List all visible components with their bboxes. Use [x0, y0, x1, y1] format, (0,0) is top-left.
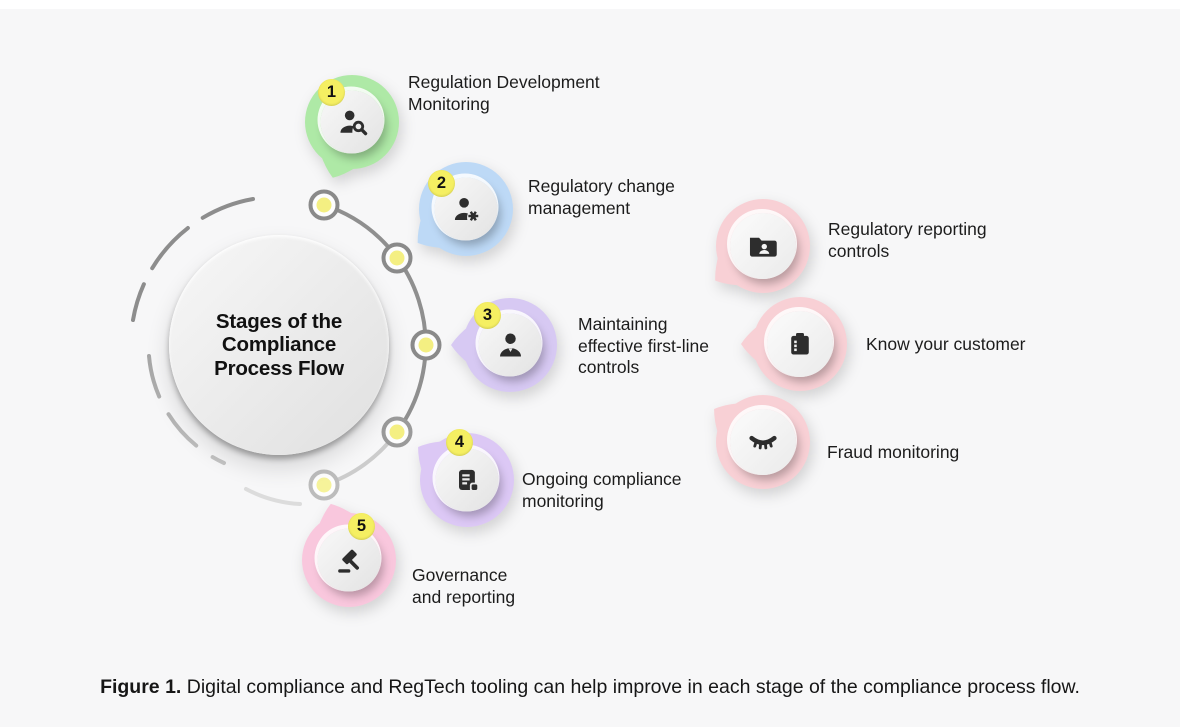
stage-number-badge: 2 — [428, 170, 455, 197]
flow-node-1 — [308, 189, 340, 221]
dashed-arc-end — [244, 487, 302, 506]
capability-icon-circle — [767, 311, 833, 377]
stage-label-4: Ongoing compliance monitoring — [522, 469, 682, 511]
stage-bubble-3: 3 — [450, 285, 570, 405]
capability-bubble-know-your-customer — [740, 284, 860, 404]
stage-label-5: Governance and reporting — [412, 565, 516, 607]
person-icon — [499, 332, 521, 357]
capability-bubble-regulatory-reporting — [703, 186, 823, 306]
capability-label-know-your-customer: Know your customer — [866, 334, 1026, 354]
closed-eye-icon — [749, 435, 777, 450]
capability-label-fraud-monitoring: Fraud monitoring — [827, 442, 960, 462]
capability-bubble-fraud-monitoring — [703, 382, 823, 502]
stage-icon-circle — [317, 528, 381, 592]
person-search-icon — [339, 110, 367, 135]
central-title-circle: Stages of the Compliance Process Flow — [169, 235, 389, 455]
stage-bubble-1: 1 — [292, 62, 412, 182]
figure-caption: Figure 1. Digital compliance and RegTech… — [0, 676, 1180, 699]
person-gear-icon — [454, 197, 478, 221]
stage-label-2: Regulatory change management — [528, 176, 675, 218]
dashed-arc-top — [131, 197, 255, 322]
stage-bubble-2: 2 — [406, 149, 526, 269]
stage-bubble-4: 4 — [407, 420, 527, 540]
stage-number-badge: 5 — [348, 513, 375, 540]
folder-user-icon — [749, 237, 777, 257]
stage-number-badge: 4 — [446, 429, 473, 456]
capability-icon-circle — [730, 213, 796, 279]
flow-node-3 — [410, 329, 442, 361]
stage-number-badge: 1 — [318, 79, 345, 106]
clipboard-icon — [791, 332, 809, 355]
stage-number-badge: 3 — [474, 302, 501, 329]
stage-label-1: Regulation Development Monitoring — [408, 72, 600, 114]
flow-node-4 — [381, 416, 413, 448]
stage-bubble-5: 5 — [289, 500, 409, 620]
stage-icon-circle — [435, 448, 499, 512]
flow-node-5 — [308, 469, 340, 501]
stage-label-3: Maintaining effective first-line control… — [578, 314, 709, 377]
gavel-icon — [337, 549, 359, 573]
solid-arc-main — [323, 203, 428, 434]
capability-label-regulatory-reporting: Regulatory reporting controls — [828, 219, 987, 261]
figure-caption-prefix: Figure 1. — [100, 676, 182, 698]
figure-caption-text: Digital compliance and RegTech tooling c… — [181, 676, 1080, 698]
flow-node-2 — [381, 242, 413, 274]
document-icon — [458, 469, 479, 492]
top-white-strip — [0, 0, 1180, 9]
diagram-title: Stages of the Compliance Process Flow — [214, 309, 344, 380]
dashed-arc-bottom — [147, 354, 226, 465]
capability-icon-circle — [730, 409, 796, 475]
